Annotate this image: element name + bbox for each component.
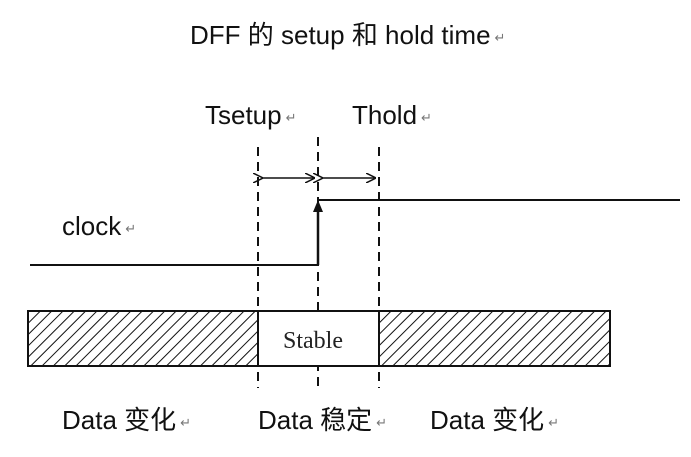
thold-label: Thold↵ — [352, 102, 432, 128]
title-text: DFF 的 setup 和 hold time — [190, 20, 491, 50]
data-changing-label-left: Data 变化↵ — [62, 407, 191, 433]
data-changing-label-right: Data 变化↵ — [430, 407, 559, 433]
return-mark-icon: ↵ — [125, 220, 137, 236]
tsetup-label: Tsetup↵ — [205, 102, 297, 128]
return-mark-icon: ↵ — [180, 414, 192, 430]
data-stable-text: Data 稳定 — [258, 405, 373, 435]
data-changing-right-text: Data 变化 — [430, 405, 545, 435]
return-mark-icon: ↵ — [376, 414, 388, 430]
return-mark-icon: ↵ — [548, 414, 560, 430]
clock-label: clock↵ — [62, 213, 136, 239]
tsetup-text: Tsetup — [205, 100, 282, 130]
stable-label: Stable — [283, 328, 343, 354]
diagram-title: DFF 的 setup 和 hold time↵ — [190, 22, 505, 48]
data-stable-region — [257, 310, 380, 367]
return-mark-icon: ↵ — [494, 29, 506, 45]
data-changing-left-text: Data 变化 — [62, 405, 177, 435]
data-changing-region-right — [378, 310, 611, 367]
data-changing-region-left — [27, 310, 259, 367]
return-mark-icon: ↵ — [285, 109, 297, 125]
clock-text: clock — [62, 211, 122, 241]
rising-edge-arrowhead-icon — [313, 200, 323, 212]
return-mark-icon: ↵ — [421, 109, 432, 125]
thold-text: Thold — [352, 100, 418, 130]
data-stable-label: Data 稳定↵ — [258, 407, 387, 433]
